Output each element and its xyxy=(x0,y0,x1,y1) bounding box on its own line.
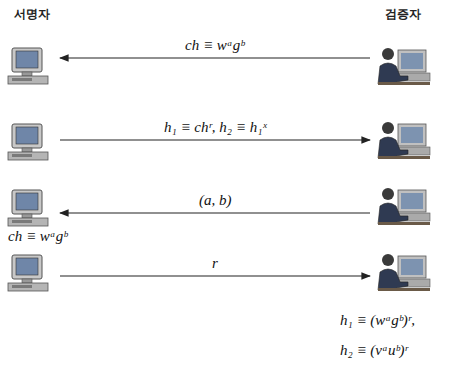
party-column: 서명자 xyxy=(4,6,60,302)
equation-note: h₁ ≡ (wᵃgᵇ)ʳ, xyxy=(338,312,417,329)
message-arrow xyxy=(60,139,370,140)
message-arrow xyxy=(60,275,370,276)
message-label: r xyxy=(210,255,220,272)
message-arrow xyxy=(60,212,370,213)
equation-note: h₂ ≡ (vᵃuᵇ)ʳ xyxy=(338,342,410,359)
party-column: 검증자 xyxy=(370,6,436,302)
message-label: (a, b) xyxy=(197,192,234,209)
message-label: ch ≡ wᵃgᵇ xyxy=(183,37,246,54)
party-heading: 서명자 xyxy=(4,6,60,23)
party-heading: 검증자 xyxy=(370,6,436,23)
equation-note: ch ≡ wᵃgᵇ xyxy=(6,228,69,245)
message-label: h₁ ≡ chʳ, h₂ ≡ h₁ˣ xyxy=(162,119,269,136)
message-arrow xyxy=(60,57,370,58)
